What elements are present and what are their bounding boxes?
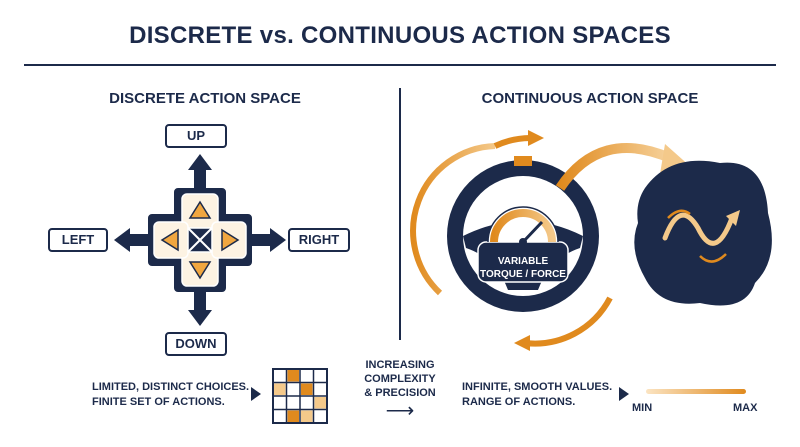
discrete-caption: LIMITED, DISTINCT CHOICES. FINITE SET OF…	[92, 380, 272, 410]
discrete-caption-line1: LIMITED, DISTINCT CHOICES.	[92, 381, 250, 393]
gauge-label: VARIABLE TORQUE / FORCE	[478, 255, 568, 281]
discrete-caption-line2: FINITE SET OF ACTIONS.	[92, 396, 225, 408]
dpad-graphic	[114, 154, 286, 326]
up-label: UP	[165, 124, 227, 148]
left-label: LEFT	[48, 228, 108, 252]
play-arrow-icon-2	[619, 387, 629, 401]
steering-wheel-graphic	[410, 130, 772, 351]
left-arc	[410, 143, 496, 296]
long-arrow-icon: ⟶	[385, 400, 415, 422]
continuous-caption-line2: RANGE OF ACTIONS.	[462, 396, 576, 408]
gauge-needle	[521, 220, 544, 244]
continuous-caption-line1: INFINITE, SMOOTH VALUES.	[462, 381, 613, 393]
down-label: DOWN	[165, 332, 227, 356]
right-label: RIGHT	[288, 228, 350, 252]
continuous-heading: CONTINUOUS ACTION SPACE	[481, 90, 699, 107]
discrete-heading: DISCRETE ACTION SPACE	[109, 90, 301, 107]
page-title: DISCRETE vs. CONTINUOUS ACTION SPACES	[129, 22, 671, 49]
middle-line3: & PRECISION	[364, 387, 436, 399]
grid-icon	[272, 368, 328, 424]
middle-label: INCREASING COMPLEXITY & PRECISION ⟶	[350, 358, 450, 422]
arc-arrowhead-top	[528, 130, 544, 146]
max-label: MAX	[733, 402, 758, 414]
gauge-line1: VARIABLE	[497, 256, 549, 267]
range-slider-bar	[646, 389, 746, 394]
wheel-top-marker	[514, 156, 532, 166]
center-divider	[399, 88, 401, 340]
play-arrow-icon	[251, 387, 261, 401]
min-label: MIN	[632, 402, 653, 414]
continuous-caption: INFINITE, SMOOTH VALUES. RANGE OF ACTION…	[462, 380, 632, 410]
direction-arrows-icon	[114, 154, 286, 326]
title-divider	[24, 64, 776, 66]
arc-arrowhead-bottom	[514, 335, 530, 351]
gauge-line2: TORQUE / FORCE	[480, 269, 566, 280]
middle-line1: INCREASING	[365, 359, 435, 371]
middle-line2: COMPLEXITY	[364, 373, 436, 385]
